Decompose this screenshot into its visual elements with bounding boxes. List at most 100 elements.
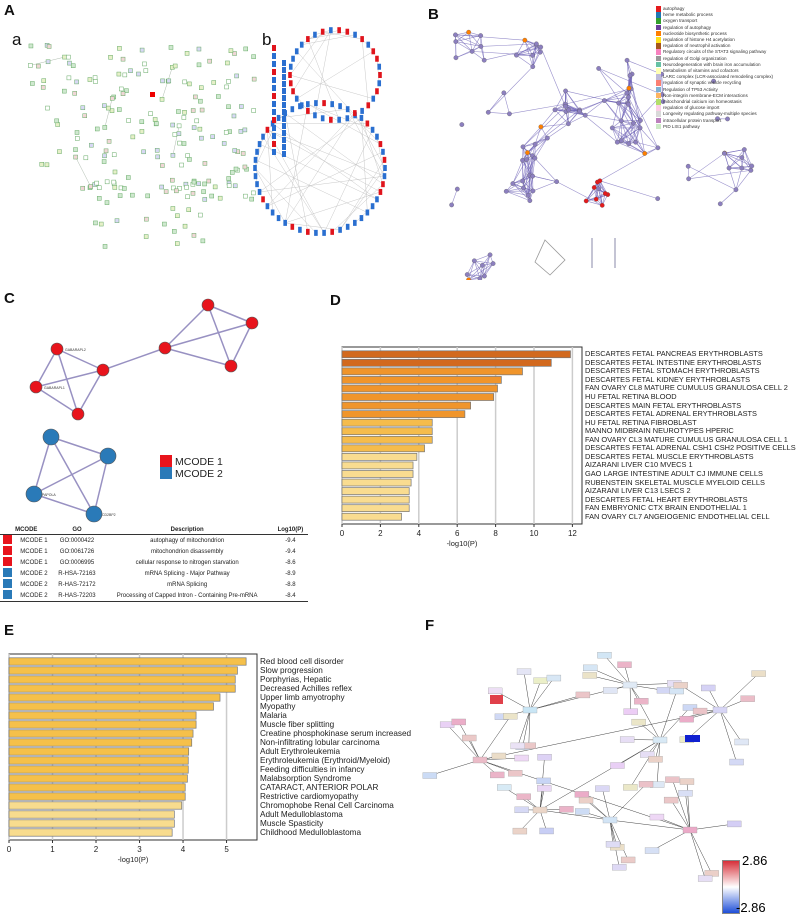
network-node bbox=[141, 149, 146, 155]
network-node bbox=[212, 184, 218, 190]
node-label: PAPOLA bbox=[42, 493, 56, 497]
network-node bbox=[30, 81, 35, 86]
network-node bbox=[631, 120, 636, 126]
network-edge bbox=[354, 206, 373, 224]
network-node bbox=[378, 141, 383, 148]
network-node bbox=[148, 111, 153, 116]
bar bbox=[8, 729, 194, 738]
network-edge bbox=[77, 369, 104, 415]
network-node bbox=[638, 118, 643, 123]
network-edge bbox=[479, 716, 511, 761]
network-node bbox=[751, 670, 766, 677]
network-node bbox=[490, 771, 505, 779]
network-node bbox=[265, 203, 270, 210]
network-node bbox=[160, 163, 165, 168]
network-node bbox=[559, 806, 574, 813]
network-node bbox=[665, 776, 680, 783]
category-label: GAO LARGE INTESTINE ADULT CJ IMMUNE CELL… bbox=[585, 468, 763, 478]
network-node bbox=[45, 59, 51, 65]
legend-label: LARC complex (LCR-associated remodeling … bbox=[663, 74, 774, 80]
network-cluster bbox=[534, 239, 566, 276]
network-node bbox=[322, 100, 326, 107]
network-edge bbox=[629, 683, 675, 686]
bar bbox=[8, 828, 173, 837]
x-tick-label: 4 bbox=[417, 529, 422, 538]
network-node bbox=[170, 206, 176, 211]
x-tick-label: 1 bbox=[50, 845, 55, 854]
network-edge bbox=[522, 709, 531, 747]
network-node bbox=[198, 98, 203, 104]
network-edge bbox=[644, 147, 659, 154]
network-edge bbox=[466, 260, 475, 275]
network-edge bbox=[429, 759, 481, 776]
network-node bbox=[181, 115, 187, 120]
category-label: Adult Medulloblastoma bbox=[260, 809, 343, 819]
network-edge bbox=[585, 187, 595, 202]
network-node bbox=[199, 107, 205, 113]
network-node bbox=[313, 31, 317, 38]
network-node bbox=[226, 183, 232, 188]
network-node bbox=[234, 73, 239, 79]
network-node bbox=[359, 114, 364, 121]
network-node bbox=[466, 277, 471, 280]
network-node bbox=[102, 125, 108, 130]
network-edge bbox=[532, 175, 557, 182]
network-node bbox=[46, 44, 52, 49]
bar bbox=[8, 738, 193, 747]
network-node bbox=[478, 33, 484, 38]
network-edge bbox=[728, 167, 737, 190]
network-edge bbox=[628, 104, 641, 129]
network-edge bbox=[621, 120, 641, 129]
network-edge bbox=[296, 51, 356, 116]
network-node bbox=[490, 695, 503, 704]
cell-description: cellular response to nitrogen starvation bbox=[135, 559, 239, 566]
legend-swatch bbox=[656, 92, 661, 99]
network-node bbox=[94, 126, 100, 132]
network-node bbox=[673, 682, 688, 689]
category-label: Myopathy bbox=[260, 701, 296, 711]
network-node bbox=[191, 233, 197, 238]
network-edge bbox=[467, 265, 483, 275]
network-node bbox=[530, 53, 535, 58]
network-node bbox=[272, 149, 276, 155]
network-node bbox=[96, 185, 102, 190]
network-node bbox=[200, 238, 206, 244]
network-edge bbox=[267, 129, 385, 177]
network-node bbox=[520, 144, 526, 150]
bar bbox=[341, 478, 412, 487]
network-node bbox=[375, 196, 379, 203]
network-node bbox=[272, 69, 276, 75]
legend-label: nucleotide biosynthetic process bbox=[663, 30, 727, 36]
category-label: DESCARTES FETAL STOMACH ERYTHROBLASTS bbox=[585, 366, 760, 376]
network-node bbox=[527, 198, 533, 203]
network-node bbox=[130, 134, 136, 140]
legend-label: MCODE 1 bbox=[175, 456, 223, 468]
network-edge bbox=[522, 126, 542, 148]
legend-label: regulation of Golgi organization bbox=[663, 55, 727, 61]
network-node bbox=[377, 63, 382, 70]
mcode-color bbox=[0, 568, 15, 579]
network-node bbox=[191, 125, 197, 130]
network-node bbox=[240, 151, 246, 156]
x-tick-label: 0 bbox=[340, 529, 345, 538]
network-edge bbox=[33, 436, 52, 495]
network-edge bbox=[735, 167, 743, 190]
panel-label-A: A bbox=[4, 2, 15, 19]
network-edge bbox=[267, 129, 273, 213]
network-node bbox=[117, 46, 122, 51]
network-node bbox=[663, 796, 679, 804]
panel-label-C: C bbox=[4, 290, 15, 307]
category-label: DESCARTES FETAL HEART ERYTHROBLASTS bbox=[585, 494, 748, 504]
network-node bbox=[582, 112, 588, 118]
network-node bbox=[626, 94, 631, 100]
x-tick-label: 0 bbox=[7, 845, 12, 854]
network-node bbox=[298, 103, 302, 110]
network-edge bbox=[686, 781, 691, 831]
network-edge bbox=[586, 200, 603, 206]
network-edge bbox=[609, 784, 647, 821]
network-node bbox=[54, 118, 59, 124]
network-node bbox=[210, 134, 215, 139]
network-edge bbox=[539, 739, 661, 811]
network-edge bbox=[568, 111, 580, 124]
network-node bbox=[454, 186, 460, 192]
